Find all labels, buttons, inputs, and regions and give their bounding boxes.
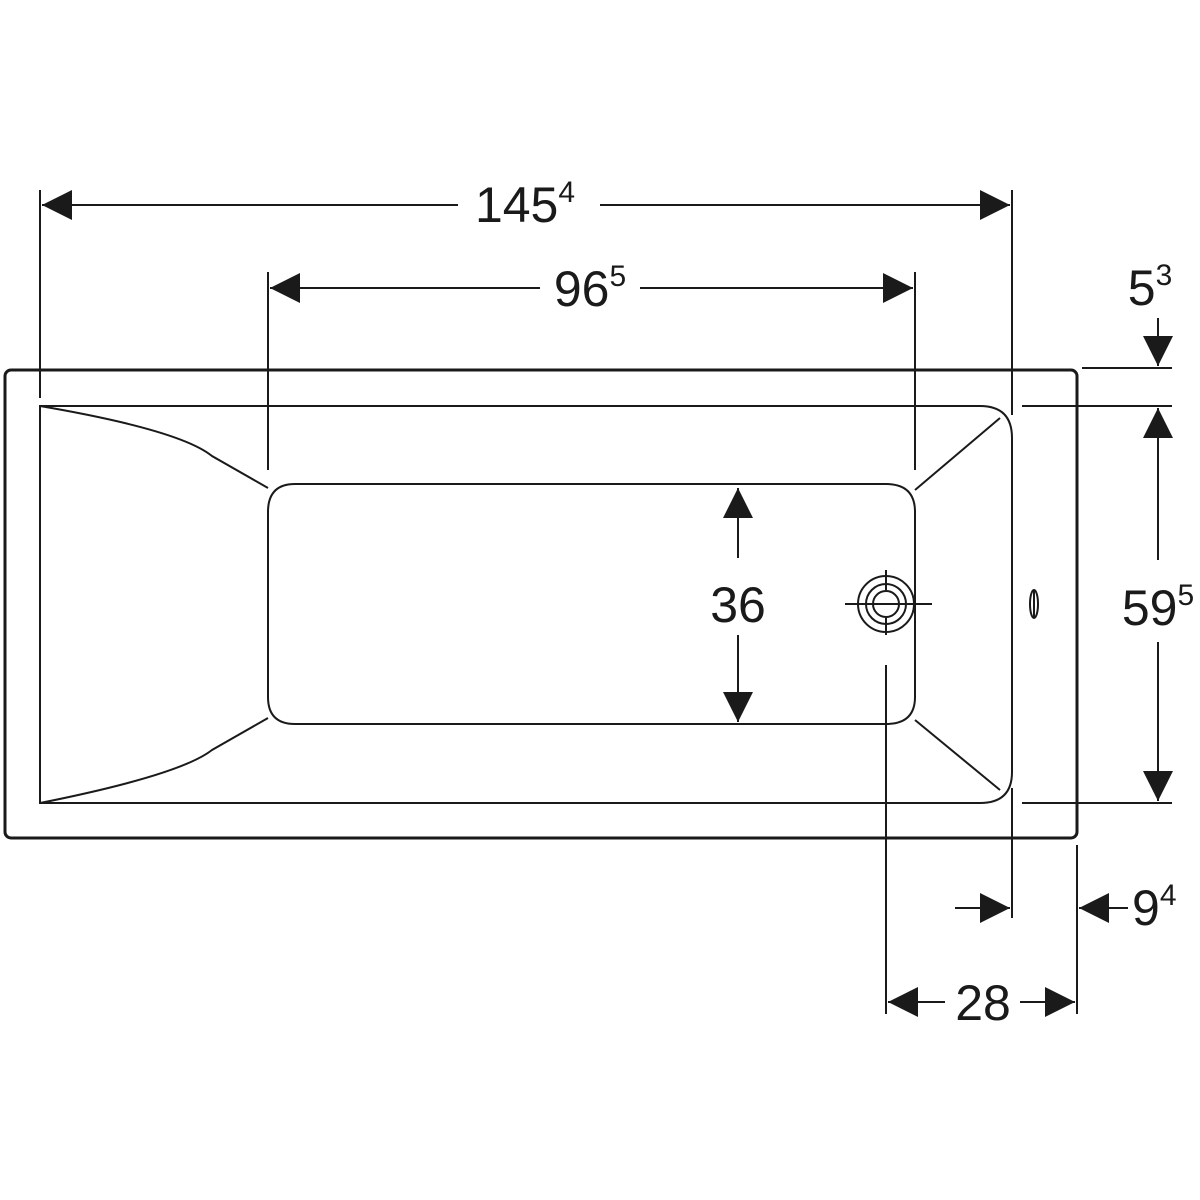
rim-right-fraction: 4: [1160, 879, 1177, 912]
dimension-drain-offset: 28: [888, 975, 1075, 1031]
svg-text:36: 36: [710, 577, 766, 633]
dimension-rim-right: 94: [955, 879, 1177, 936]
basin-length-fraction: 5: [609, 260, 626, 293]
bathtub-outline: [3, 368, 1079, 840]
rim-top-value: 5: [1128, 260, 1156, 316]
foot-slope-bottom: [914, 719, 1001, 791]
overall-length-fraction: 4: [558, 176, 575, 209]
svg-text:28: 28: [955, 975, 1011, 1031]
basin-floor: [267, 483, 916, 725]
dimension-basin-length: 965: [270, 260, 913, 317]
svg-text:595: 595: [1122, 579, 1194, 636]
drain-offset-value: 28: [955, 975, 1011, 1031]
svg-text:965: 965: [554, 260, 626, 317]
overall-length-value: 145: [475, 177, 558, 233]
backrest-slope-bottom: [39, 717, 269, 804]
drain-icon: [845, 570, 932, 635]
tub-outer-rim: [3, 368, 1079, 840]
dimension-rim-top: 53: [1128, 259, 1173, 366]
extension-lines: [39, 190, 1172, 1014]
basin-width-value: 36: [710, 577, 766, 633]
basin-length-value: 96: [554, 261, 610, 317]
overflow-icon: [1029, 589, 1039, 619]
foot-slope-top: [914, 417, 1001, 491]
dimension-inner-width: 595: [1122, 408, 1194, 801]
inner-width-fraction: 5: [1177, 579, 1194, 612]
inner-width-value: 59: [1122, 580, 1178, 636]
backrest-slope-top: [39, 405, 269, 489]
rim-right-value: 9: [1132, 880, 1160, 936]
dimension-overall-length: 1454: [42, 176, 1010, 233]
tub-inner-edge: [39, 405, 1013, 804]
svg-text:53: 53: [1128, 259, 1173, 316]
rim-top-fraction: 3: [1156, 259, 1173, 292]
svg-text:94: 94: [1132, 879, 1177, 936]
dimension-basin-width: 36: [710, 488, 766, 722]
svg-text:1454: 1454: [475, 176, 575, 233]
